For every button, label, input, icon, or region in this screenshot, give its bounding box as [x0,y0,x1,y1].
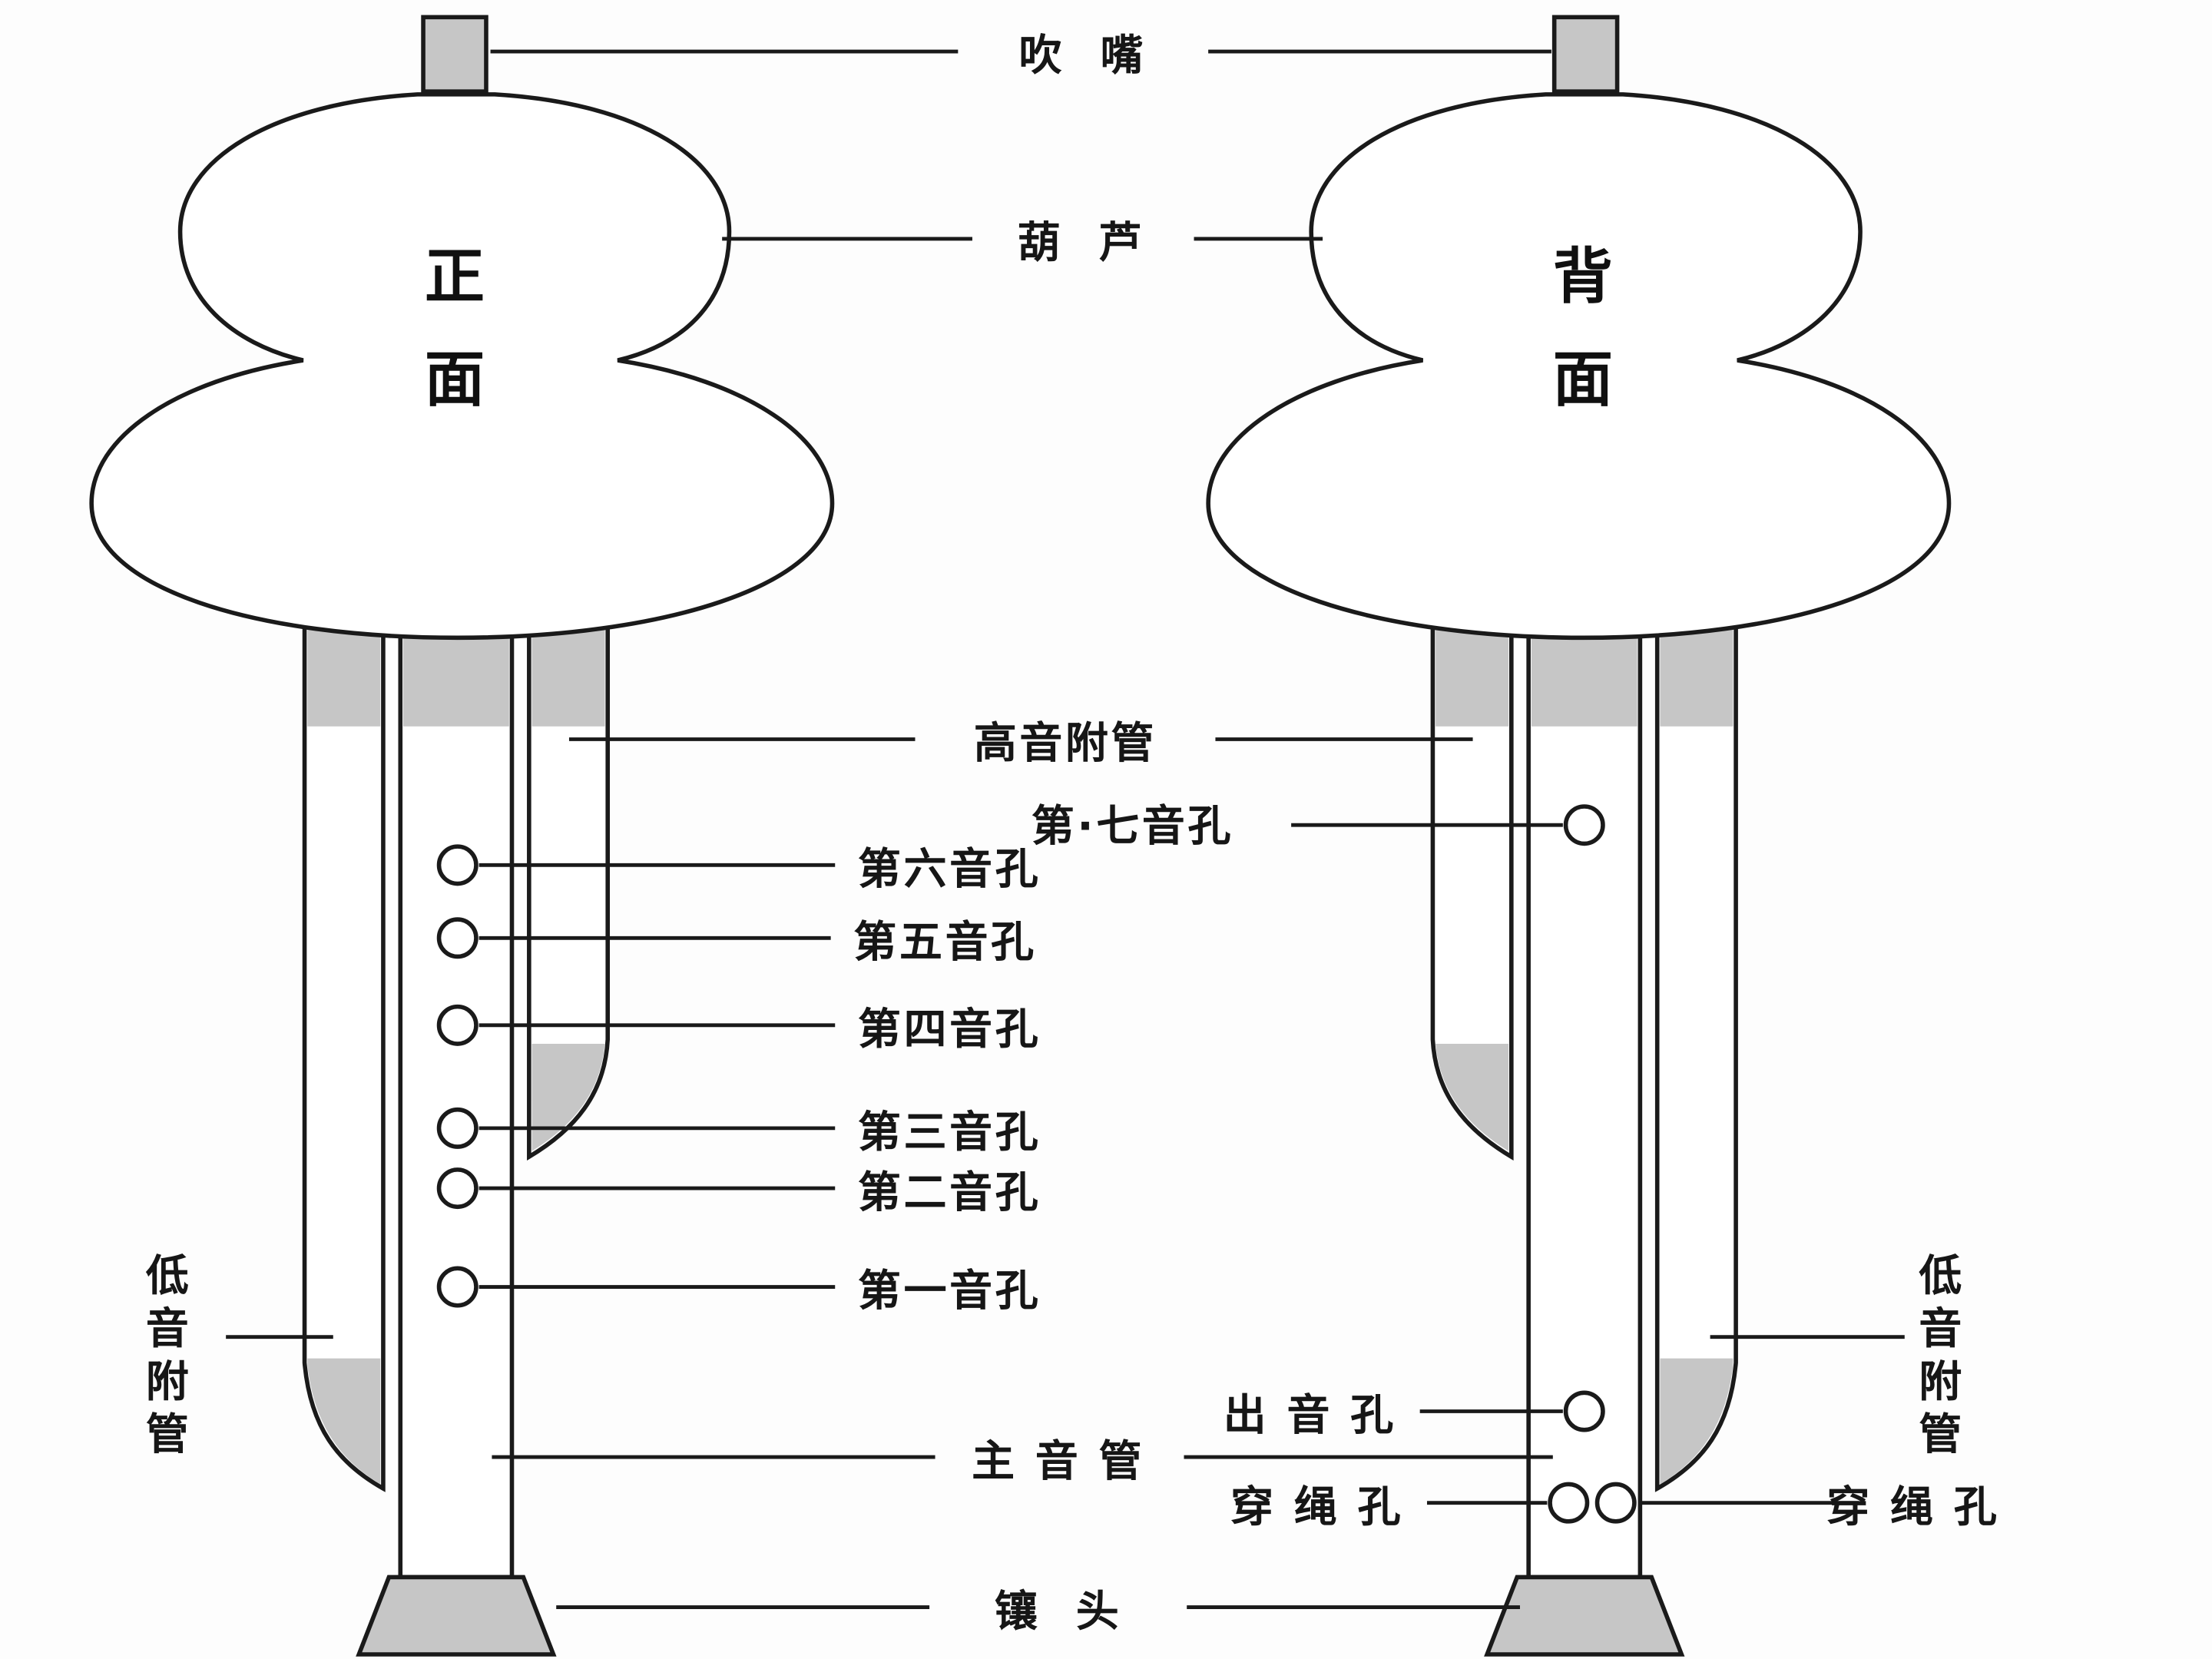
rope-hole-b [1594,1482,1637,1524]
label-bass-pipe-left: 低音附管 [137,1252,187,1465]
label-hole-7: 第·七音孔 [1031,802,1234,853]
treble-pipe-taper [531,1044,605,1151]
label-hole-3: 第三音孔 [858,1108,1041,1158]
main-pipe-shape [398,622,515,1580]
back-view-caption: 背面 [1543,244,1614,451]
end-cap-shape [356,1575,557,1657]
pipe-collar-main [402,628,509,727]
pipe-collar-right [531,628,605,727]
sound-outlet-hole [1563,1390,1605,1432]
pipe-collar-left [307,628,381,727]
label-bass-pipe-right: 低音附管 [1910,1252,1961,1465]
label-hole-2: 第二音孔 [858,1168,1041,1219]
finger-hole-4 [436,1004,478,1046]
finger-hole-5 [436,917,478,959]
mouthpiece-shape [421,15,488,94]
label-treble-pipe: 高音附管 [973,719,1157,770]
finger-hole-7 [1563,804,1605,846]
label-hole-4: 第四音孔 [858,1005,1041,1055]
label-hole-6: 第六音孔 [858,845,1041,896]
label-mouthpiece: 吹 嘴 [1018,31,1147,82]
finger-hole-6 [436,844,478,886]
bass-aux-pipe-shape [302,622,386,1492]
label-sound-hole: 出 音 孔 [1223,1391,1396,1442]
finger-hole-1 [436,1266,478,1308]
label-end-cap: 镶 头 [994,1587,1122,1637]
label-hole-5: 第五音孔 [853,918,1037,969]
label-hole-1: 第一音孔 [858,1267,1041,1317]
label-rope-hole-right: 穿 绳 孔 [1826,1482,2000,1533]
front-view-caption: 正面 [415,244,486,451]
rope-hole-a [1548,1482,1590,1524]
label-main-pipe: 主 音 管 [972,1437,1145,1488]
bass-pipe-taper [307,1358,381,1485]
label-gourd: 葫 芦 [1017,218,1145,269]
finger-hole-2 [436,1167,478,1210]
gourd-shape [89,92,835,641]
finger-hole-3 [436,1107,478,1149]
label-rope-hole-left: 穿 绳 孔 [1230,1482,1404,1533]
